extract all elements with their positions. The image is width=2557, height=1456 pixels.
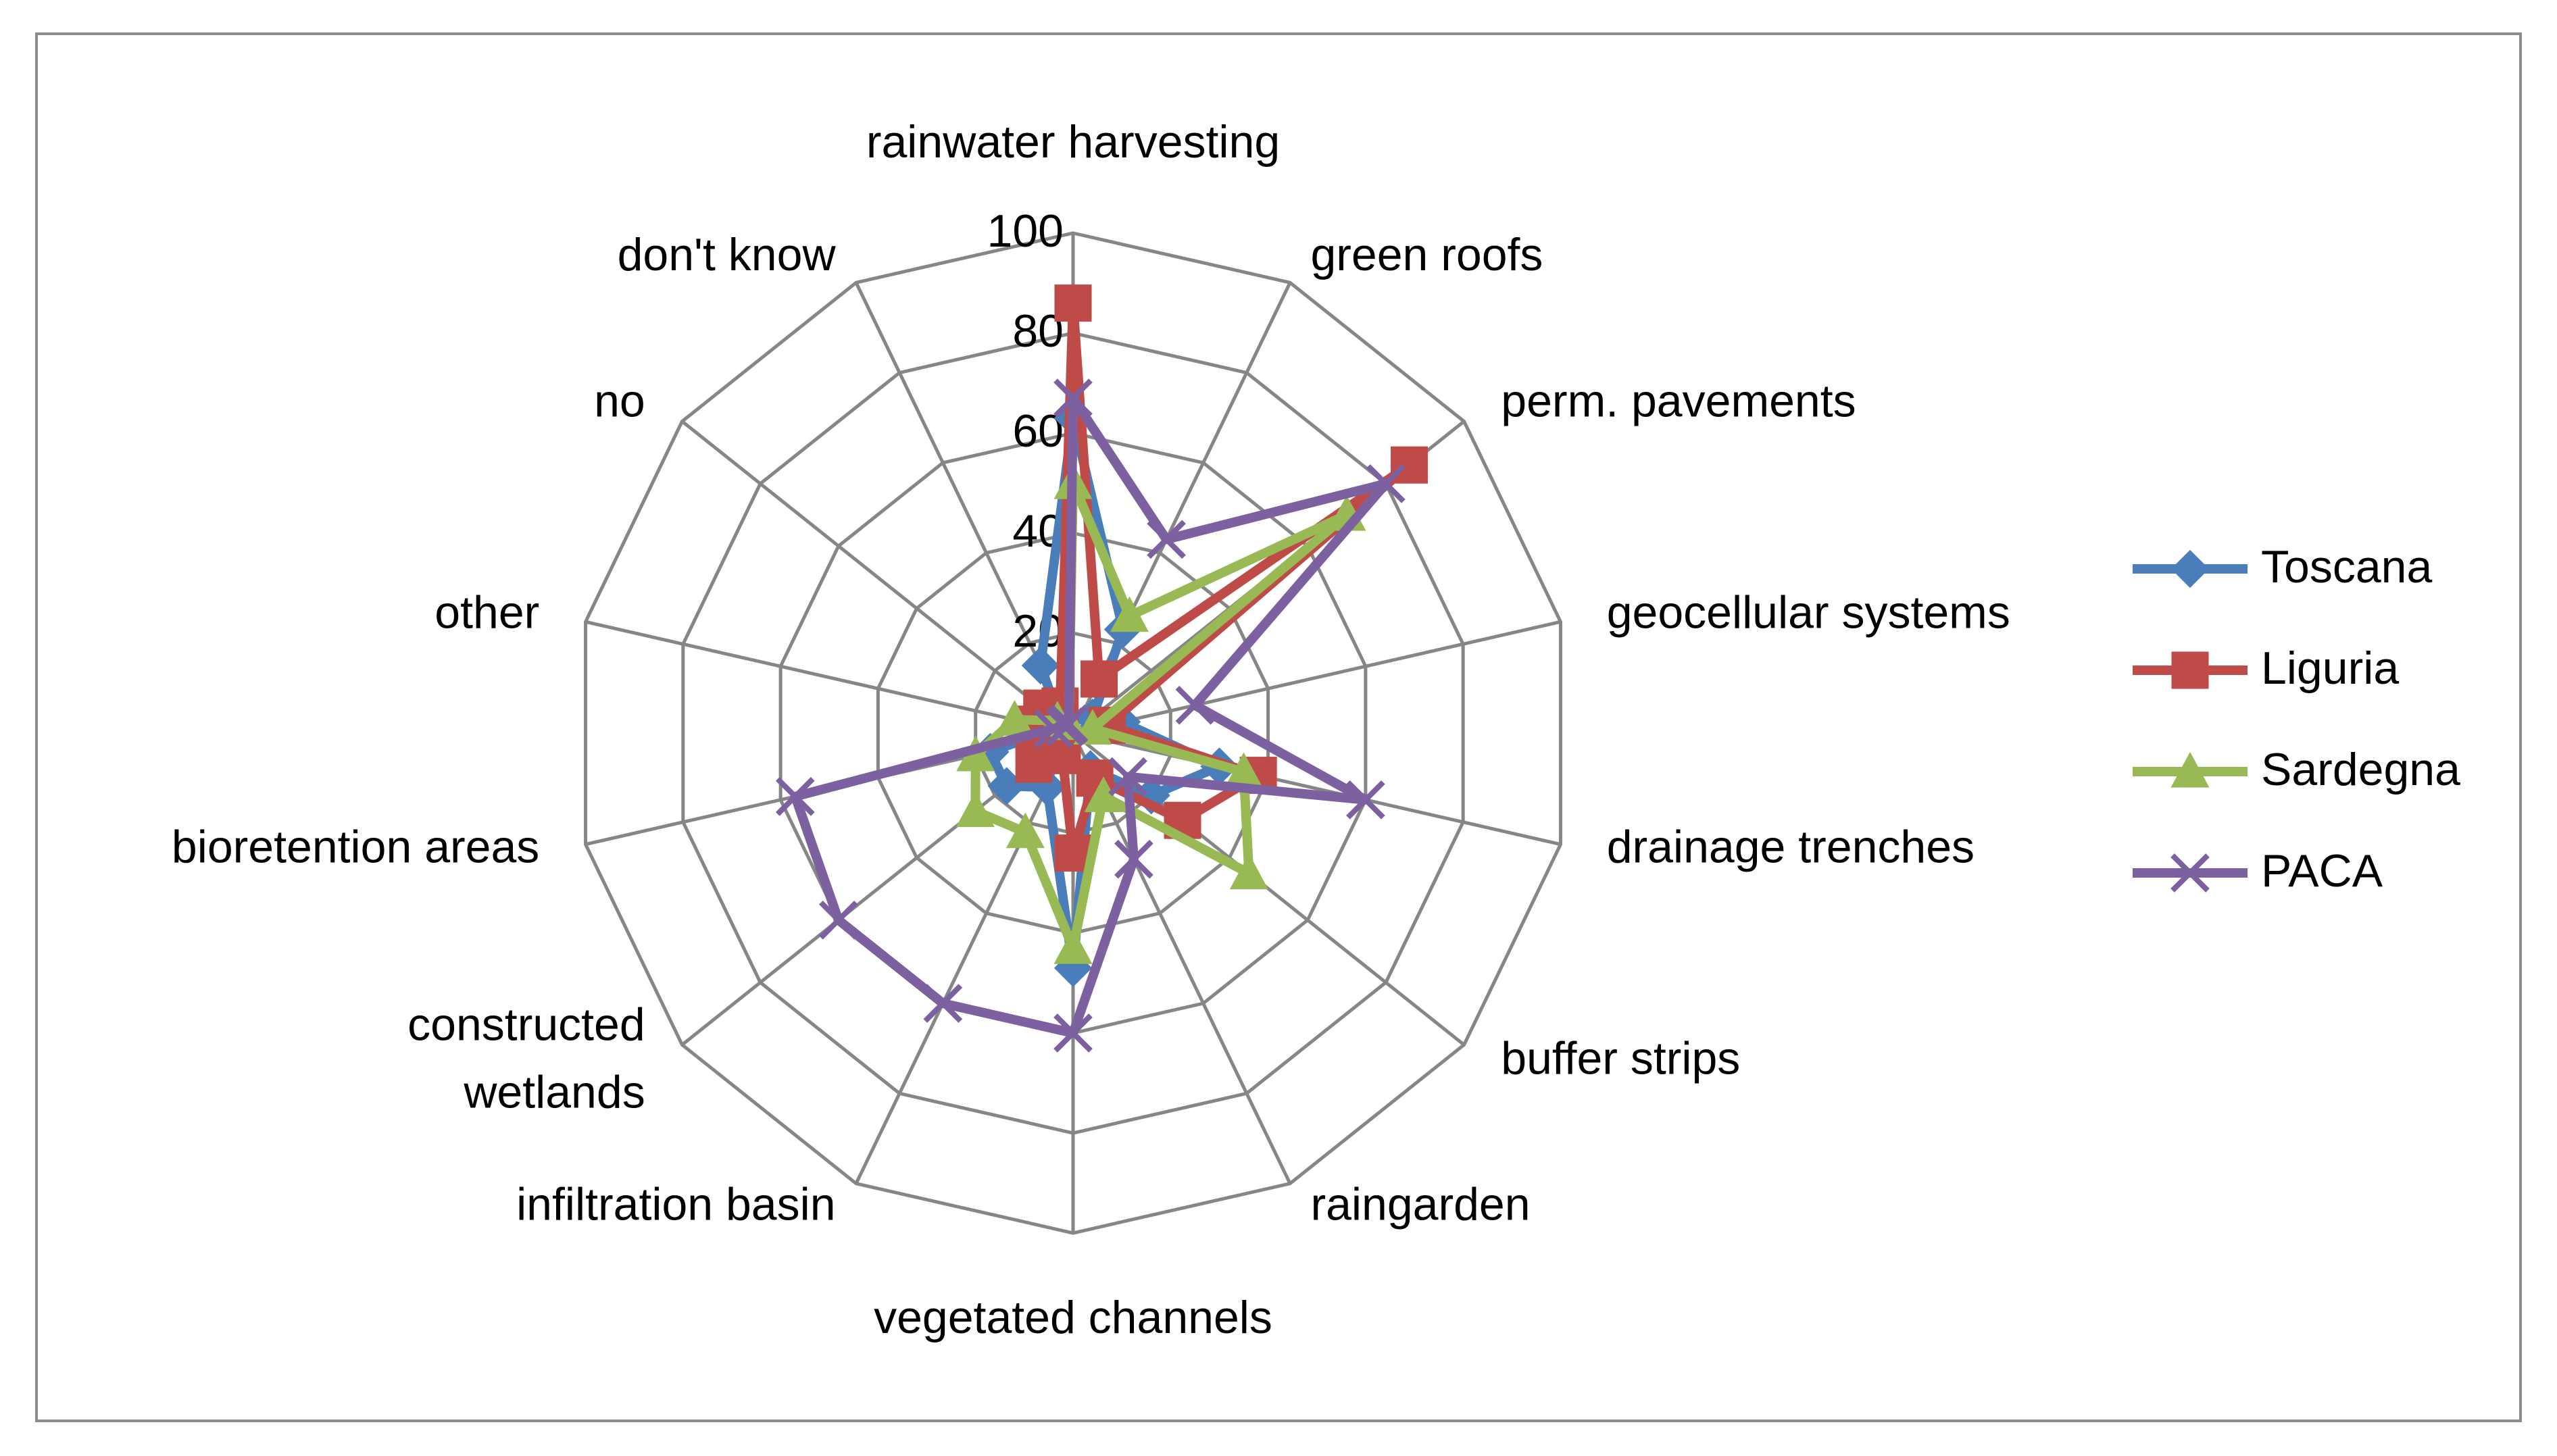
spoke-12 bbox=[680, 420, 1074, 734]
data-point bbox=[1110, 596, 1149, 632]
category-label: don't know bbox=[618, 229, 837, 280]
category-label: raingarden bbox=[1310, 1179, 1530, 1230]
category-label: buffer strips bbox=[1501, 1032, 1740, 1084]
category-label: geocellular systems bbox=[1607, 586, 2010, 638]
legend-marker bbox=[2170, 549, 2210, 588]
data-series bbox=[775, 284, 1429, 1053]
legend-label: Sardegna bbox=[2261, 744, 2460, 795]
data-point bbox=[1054, 834, 1092, 872]
data-point bbox=[1021, 646, 1060, 685]
data-point bbox=[955, 791, 995, 827]
category-label: perm. pavements bbox=[1501, 376, 1856, 427]
data-point bbox=[1346, 780, 1385, 820]
category-label: rainwater harvesting bbox=[866, 116, 1280, 168]
category-label: infiltration basin bbox=[516, 1179, 835, 1230]
legend-item: Liguria bbox=[2133, 643, 2399, 694]
spoke-3 bbox=[1072, 620, 1562, 735]
tick-label: 100 bbox=[987, 205, 1064, 257]
category-label: other bbox=[435, 586, 539, 638]
legend-label: PACA bbox=[2261, 845, 2383, 897]
spoke-11 bbox=[585, 620, 1074, 735]
data-point bbox=[819, 901, 858, 940]
data-point bbox=[1229, 853, 1268, 890]
legend-item: Sardegna bbox=[2133, 744, 2460, 795]
data-point bbox=[1049, 704, 1089, 744]
legend-marker bbox=[2171, 651, 2209, 689]
data-point bbox=[1366, 464, 1406, 503]
spoke-4 bbox=[1072, 731, 1562, 847]
legend-marker bbox=[2170, 853, 2210, 893]
category-labels: rainwater harvesting green roofs perm. pav… bbox=[172, 116, 2010, 1343]
category-label: drainage trenches bbox=[1607, 822, 1975, 873]
data-point bbox=[1391, 446, 1429, 484]
data-point bbox=[1081, 660, 1118, 698]
legend-label: Liguria bbox=[2261, 643, 2399, 694]
data-point bbox=[1053, 1013, 1093, 1053]
legend-label: Toscana bbox=[2261, 541, 2432, 593]
data-point bbox=[775, 777, 815, 816]
data-point bbox=[1053, 378, 1093, 418]
data-point bbox=[1006, 812, 1045, 849]
data-point bbox=[1053, 928, 1093, 964]
series-paca bbox=[775, 378, 1406, 1053]
data-point bbox=[1114, 839, 1153, 879]
category-label: bioretention areas bbox=[172, 822, 539, 873]
data-point bbox=[923, 984, 963, 1023]
legend-item: PACA bbox=[2133, 845, 2383, 897]
data-point bbox=[1147, 520, 1186, 559]
category-label: green roofs bbox=[1310, 229, 1543, 280]
legend-marker bbox=[2170, 751, 2210, 788]
category-label: constructed bbox=[407, 999, 645, 1050]
data-point bbox=[1108, 757, 1147, 797]
spoke-8 bbox=[854, 732, 1075, 1184]
category-label: no bbox=[594, 376, 645, 427]
category-label: wetlands bbox=[463, 1066, 645, 1118]
data-point bbox=[1175, 686, 1215, 725]
legend-item: Toscana bbox=[2133, 541, 2432, 593]
data-point bbox=[1054, 284, 1092, 322]
category-label: vegetated channels bbox=[874, 1292, 1272, 1343]
